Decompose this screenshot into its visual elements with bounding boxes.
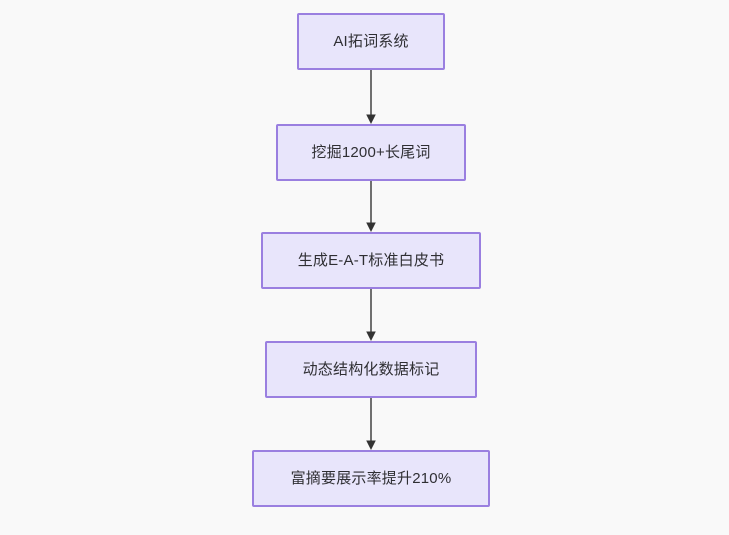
connector-n1-n2 (366, 70, 376, 124)
node-label: AI拓词系统 (333, 32, 409, 50)
flowchart-node-dynamic-structured-data-markup[interactable]: 动态结构化数据标记 (265, 341, 477, 398)
flowchart-node-rich-snippet-impression-lift[interactable]: 富摘要展示率提升210% (252, 450, 490, 507)
flowchart-node-mine-longtail-keywords[interactable]: 挖掘1200+长尾词 (276, 124, 466, 181)
connector-n3-n4 (366, 289, 376, 341)
flowchart-node-generate-eat-whitepaper[interactable]: 生成E-A-T标准白皮书 (261, 232, 481, 289)
flowchart-node-ai-keyword-system[interactable]: AI拓词系统 (297, 13, 445, 70)
node-label: 动态结构化数据标记 (302, 360, 440, 378)
node-label: 挖掘1200+长尾词 (311, 143, 431, 161)
connector-n2-n3 (366, 181, 376, 232)
node-label: 富摘要展示率提升210% (290, 469, 452, 487)
connector-n4-n5 (366, 398, 376, 450)
node-label: 生成E-A-T标准白皮书 (297, 251, 445, 269)
